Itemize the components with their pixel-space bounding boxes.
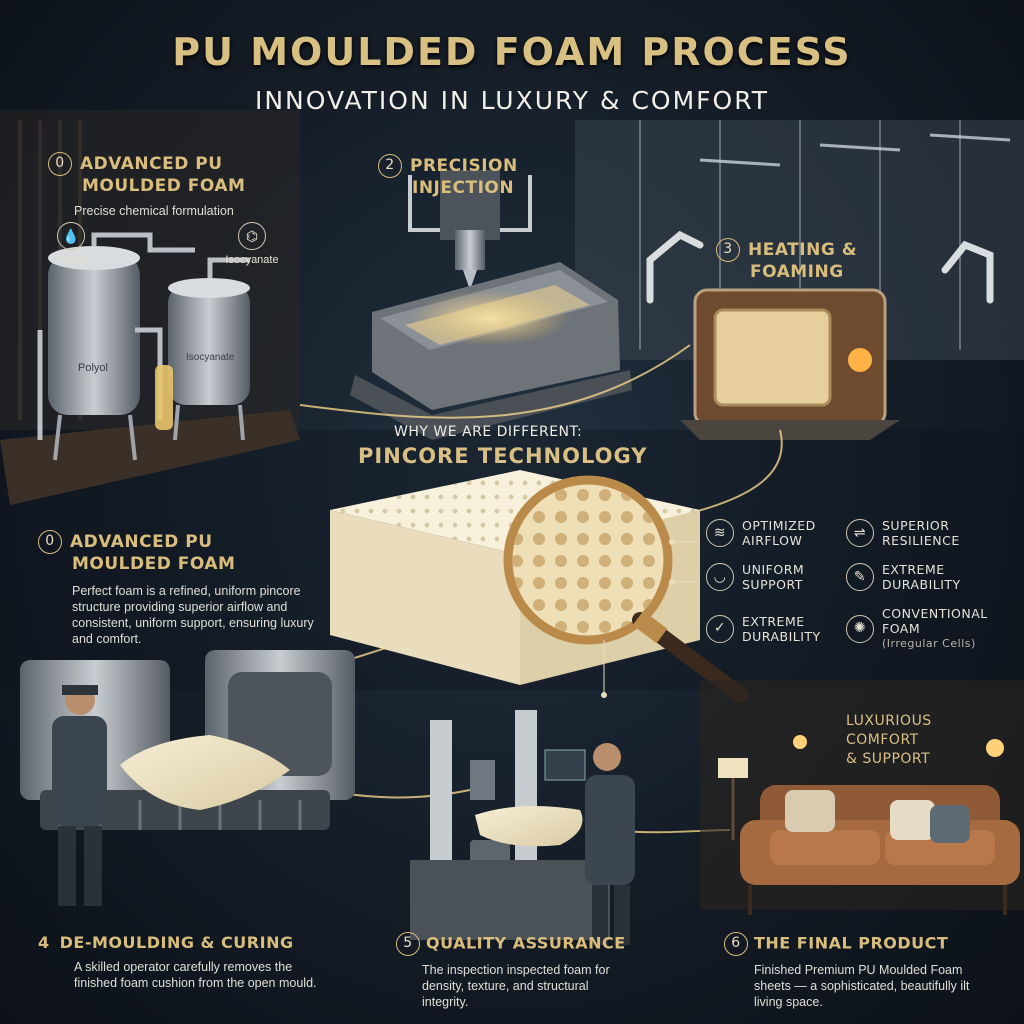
step-quality: 5 QUALITY ASSURANCE The inspection inspec… (396, 932, 656, 1010)
step-final: 6 THE FINAL PRODUCT Finished Premium PU M… (724, 932, 1004, 1010)
irregular-cells-icon: ✺ (846, 614, 874, 643)
step-formulation: 0 ADVANCED PU MOULDED FOAM Precise chemic… (48, 152, 288, 219)
tank-isocyanate-label: Isocyanate (186, 352, 235, 363)
step-injection-heading: 2 PRECISION INJECTION (378, 154, 518, 199)
step-foam-title-1: ADVANCED PU (70, 532, 213, 552)
feature-line1: EXTREME (742, 613, 805, 629)
step-final-number: 6 (724, 932, 748, 956)
feature-line1: OPTIMIZED (742, 518, 816, 533)
feature-line2: RESILIENCE (882, 533, 960, 548)
step-demould-heading: 4 DE-MOULDING & CURING (38, 932, 338, 953)
step-final-title: THE FINAL PRODUCT (754, 933, 949, 953)
feature-line2: DURABILITY (882, 577, 961, 592)
step-heating-title-1: HEATING & (748, 240, 858, 260)
step-final-description: Finished Premium PU Moulded Foam sheets … (754, 963, 970, 1009)
feature-line1: EXTREME (882, 562, 945, 577)
step-formulation-heading: 0 ADVANCED PU MOULDED FOAM (48, 152, 288, 197)
isocyanate-label: Isocyanate (225, 254, 279, 266)
step-foam-heading: 0 ADVANCED PU MOULDED FOAM (38, 530, 323, 575)
step-quality-description: The inspection inspected foam for densit… (422, 963, 610, 1009)
step-quality-heading: 5 QUALITY ASSURANCE (396, 932, 656, 956)
step-heating-heading: 3 HEATING & FOAMING (716, 238, 857, 283)
feature-line2: DURABILITY (742, 628, 821, 644)
polyol-badge: 💧 Polyol (48, 222, 94, 266)
feature-line1: CONVENTIONAL (882, 606, 988, 621)
step-injection-number: 2 (378, 154, 402, 178)
why-headline: PINCORE TECHNOLOGY (358, 444, 648, 468)
step-foam-number: 0 (38, 530, 62, 554)
molecule-icon: ⌬ (238, 222, 266, 250)
isocyanate-badge: ⌬ Isocyanate (222, 222, 282, 266)
resilience-icon: ⇌ (846, 519, 874, 547)
step-demould-title: DE-MOULDING & CURING (59, 933, 294, 952)
lounge-line3: & SUPPORT (846, 751, 931, 767)
feature-line1: UNIFORM (742, 562, 805, 577)
tank-polyol-label: Polyol (78, 362, 108, 374)
feature-line2: AIRFLOW (742, 533, 803, 548)
page-title: PU MOULDED FOAM PROCESS (172, 30, 852, 74)
step-formulation-number: 0 (48, 152, 72, 176)
droplet-icon: 💧 (57, 222, 85, 250)
polyol-label: Polyol (56, 254, 86, 266)
step-formulation-title-1: ADVANCED PU (80, 154, 223, 174)
step-formulation-title-2: MOULDED FOAM (82, 176, 246, 196)
step-quality-number: 5 (396, 932, 420, 956)
step-formulation-caption: Precise chemical formulation (74, 204, 234, 218)
why-kicker: WHY WE ARE DIFFERENT: (394, 424, 583, 440)
feature-line1: SUPERIOR (882, 518, 950, 533)
lounge-line2: COMFORT (846, 732, 919, 748)
feature-line2: SUPPORT (742, 577, 803, 592)
step-demould-description: A skilled operator carefully removes the… (74, 960, 317, 990)
feature-note: (Irregular Cells) (882, 637, 976, 650)
lounge-caption: LUXURIOUS COMFORT & SUPPORT (846, 712, 932, 769)
page-subtitle: INNOVATION IN LUXURY & COMFORT (254, 86, 770, 115)
shield-check-icon: ✓ (706, 614, 734, 643)
step-final-heading: 6 THE FINAL PRODUCT (724, 932, 1004, 956)
airflow-icon: ≋ (706, 519, 734, 547)
step-foam: 0 ADVANCED PU MOULDED FOAM Perfect foam i… (38, 530, 323, 647)
support-icon: ◡ (706, 563, 734, 591)
step-heating-title-2: FOAMING (750, 262, 844, 282)
feature-line2: FOAM (882, 621, 921, 636)
step-injection-title-1: PRECISION (410, 156, 518, 176)
step-quality-title: QUALITY ASSURANCE (426, 933, 626, 953)
step-heating-number: 3 (716, 238, 740, 262)
durability-icon: ✎ (846, 563, 874, 591)
step-demould: 4 DE-MOULDING & CURING A skilled operator… (38, 932, 338, 991)
lounge-line1: LUXURIOUS (846, 713, 932, 729)
step-demould-number: 4 (38, 933, 50, 952)
step-injection-title-2: INJECTION (412, 178, 515, 198)
step-foam-description: Perfect foam is a refined, uniform pinco… (72, 584, 314, 646)
step-foam-title-2: MOULDED FOAM (72, 554, 236, 574)
